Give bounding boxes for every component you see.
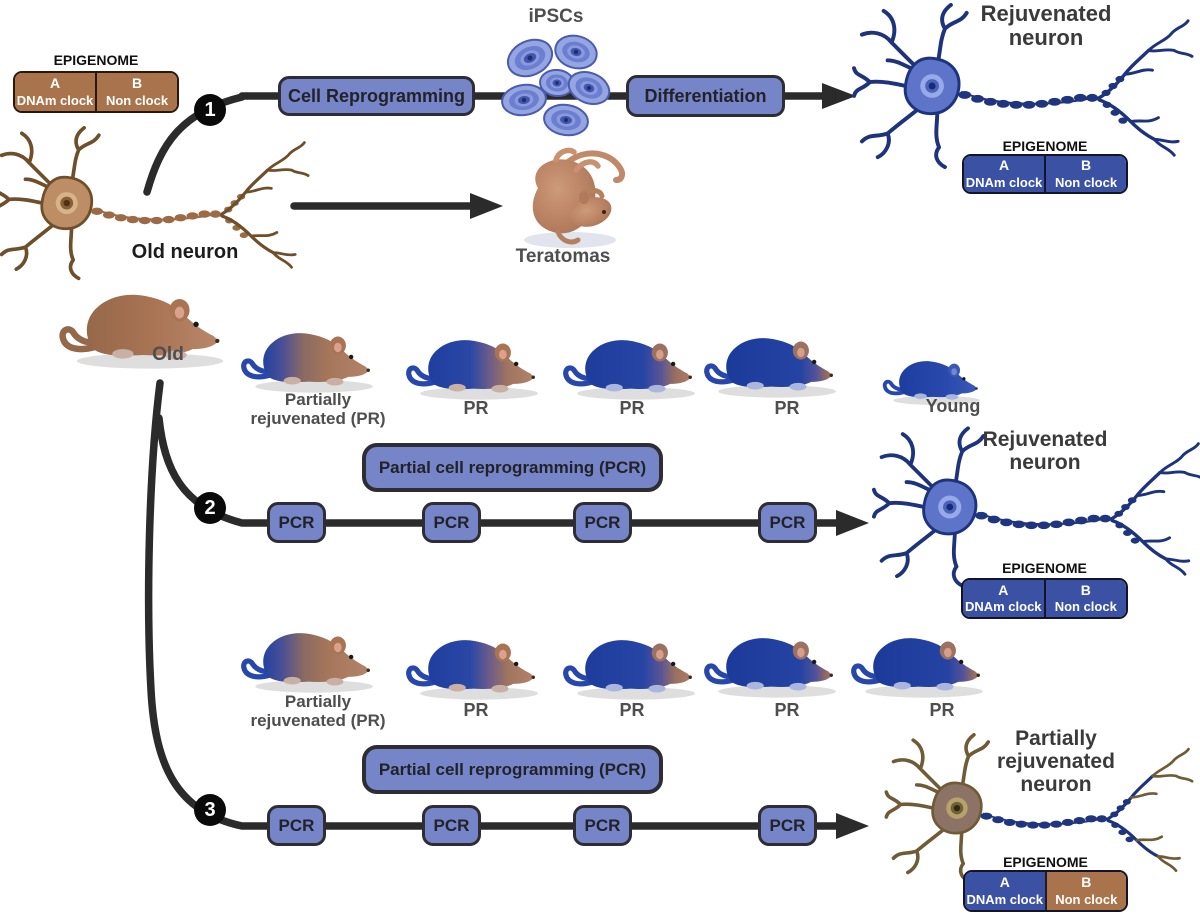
pcr-box: PCR [573,805,632,846]
old-mouse [63,294,224,369]
pcr-banner-path3: Partial cell reprogramming (PCR) [362,745,663,794]
pcr-box: PCR [573,502,632,543]
ipsc-cell [506,38,554,78]
ipsc-cell [543,103,589,137]
pr-label-row2-m3: PR [619,700,645,720]
differentiation-box: Differentiation [626,75,785,117]
teratoma-head [570,197,612,227]
arrowhead-path1 [822,83,856,109]
pcr-box: PCR [422,502,481,543]
old-mouse-label: Old [152,344,184,365]
step-circle-2: 2 [194,492,226,524]
old-neuron-label: Old neuron [131,241,239,263]
path2-branch [155,414,840,527]
mouse-pr2 [409,340,538,400]
pcr-box: PCR [758,805,817,846]
step-circle-1: 1 [194,94,226,126]
young-label: Young [925,396,981,416]
ipsc-cells-illustration [501,34,611,137]
ipsc-cell [501,83,547,117]
epigenome-title-old: EPIGENOME [53,52,139,68]
arrowhead-path3 [836,813,869,839]
pr-label-row2-m4: PR [774,700,800,720]
mouse-pr3-row2 [566,640,695,700]
mouse-pr4 [707,338,836,398]
epigenome-title-top: EPIGENOME [1002,138,1088,154]
pcr-box: PCR [758,502,817,543]
pr-label-row2-m5: PR [929,700,955,720]
pr-label-row1-m3: PR [619,398,645,418]
mouse-pr2-row2 [409,640,538,700]
ipscs-label: iPSCs [528,6,584,27]
mouse-pr1-row2 [244,633,373,693]
mouse-pr5-row2 [854,638,983,698]
mouse-pr1 [244,333,373,393]
epigenome-title-mid: EPIGENOME [1002,560,1087,576]
step-circle-3: 3 [194,794,226,826]
mouse-pr4-row2 [707,638,836,698]
pr-label-row1-m4: PR [774,398,800,418]
mouse-pr3 [566,340,695,400]
cell-reprogramming-box: Cell Reprogramming [278,76,475,116]
pcr-box: PCR [267,502,326,543]
mouse-young [882,361,980,405]
ipsc-cell [567,71,611,105]
pr-label-row2-m2: PR [463,700,489,720]
epigenome-title-bottom: EPIGENOME [1003,854,1088,870]
pr-label-row1-m2: PR [463,398,489,418]
ipsc-cell [539,68,575,98]
pcr-box: PCR [422,805,481,846]
arrowhead-teratoma [470,193,503,219]
teratomas-label: Teratomas [515,246,611,267]
teratomas-illustration [524,147,626,248]
teratoma-tail [565,150,626,183]
pcr-box: PCR [267,805,326,846]
ipsc-cell [554,34,598,70]
arrowhead-path2 [836,510,869,536]
pcr-banner-path2: Partial cell reprogramming (PCR) [362,443,663,492]
